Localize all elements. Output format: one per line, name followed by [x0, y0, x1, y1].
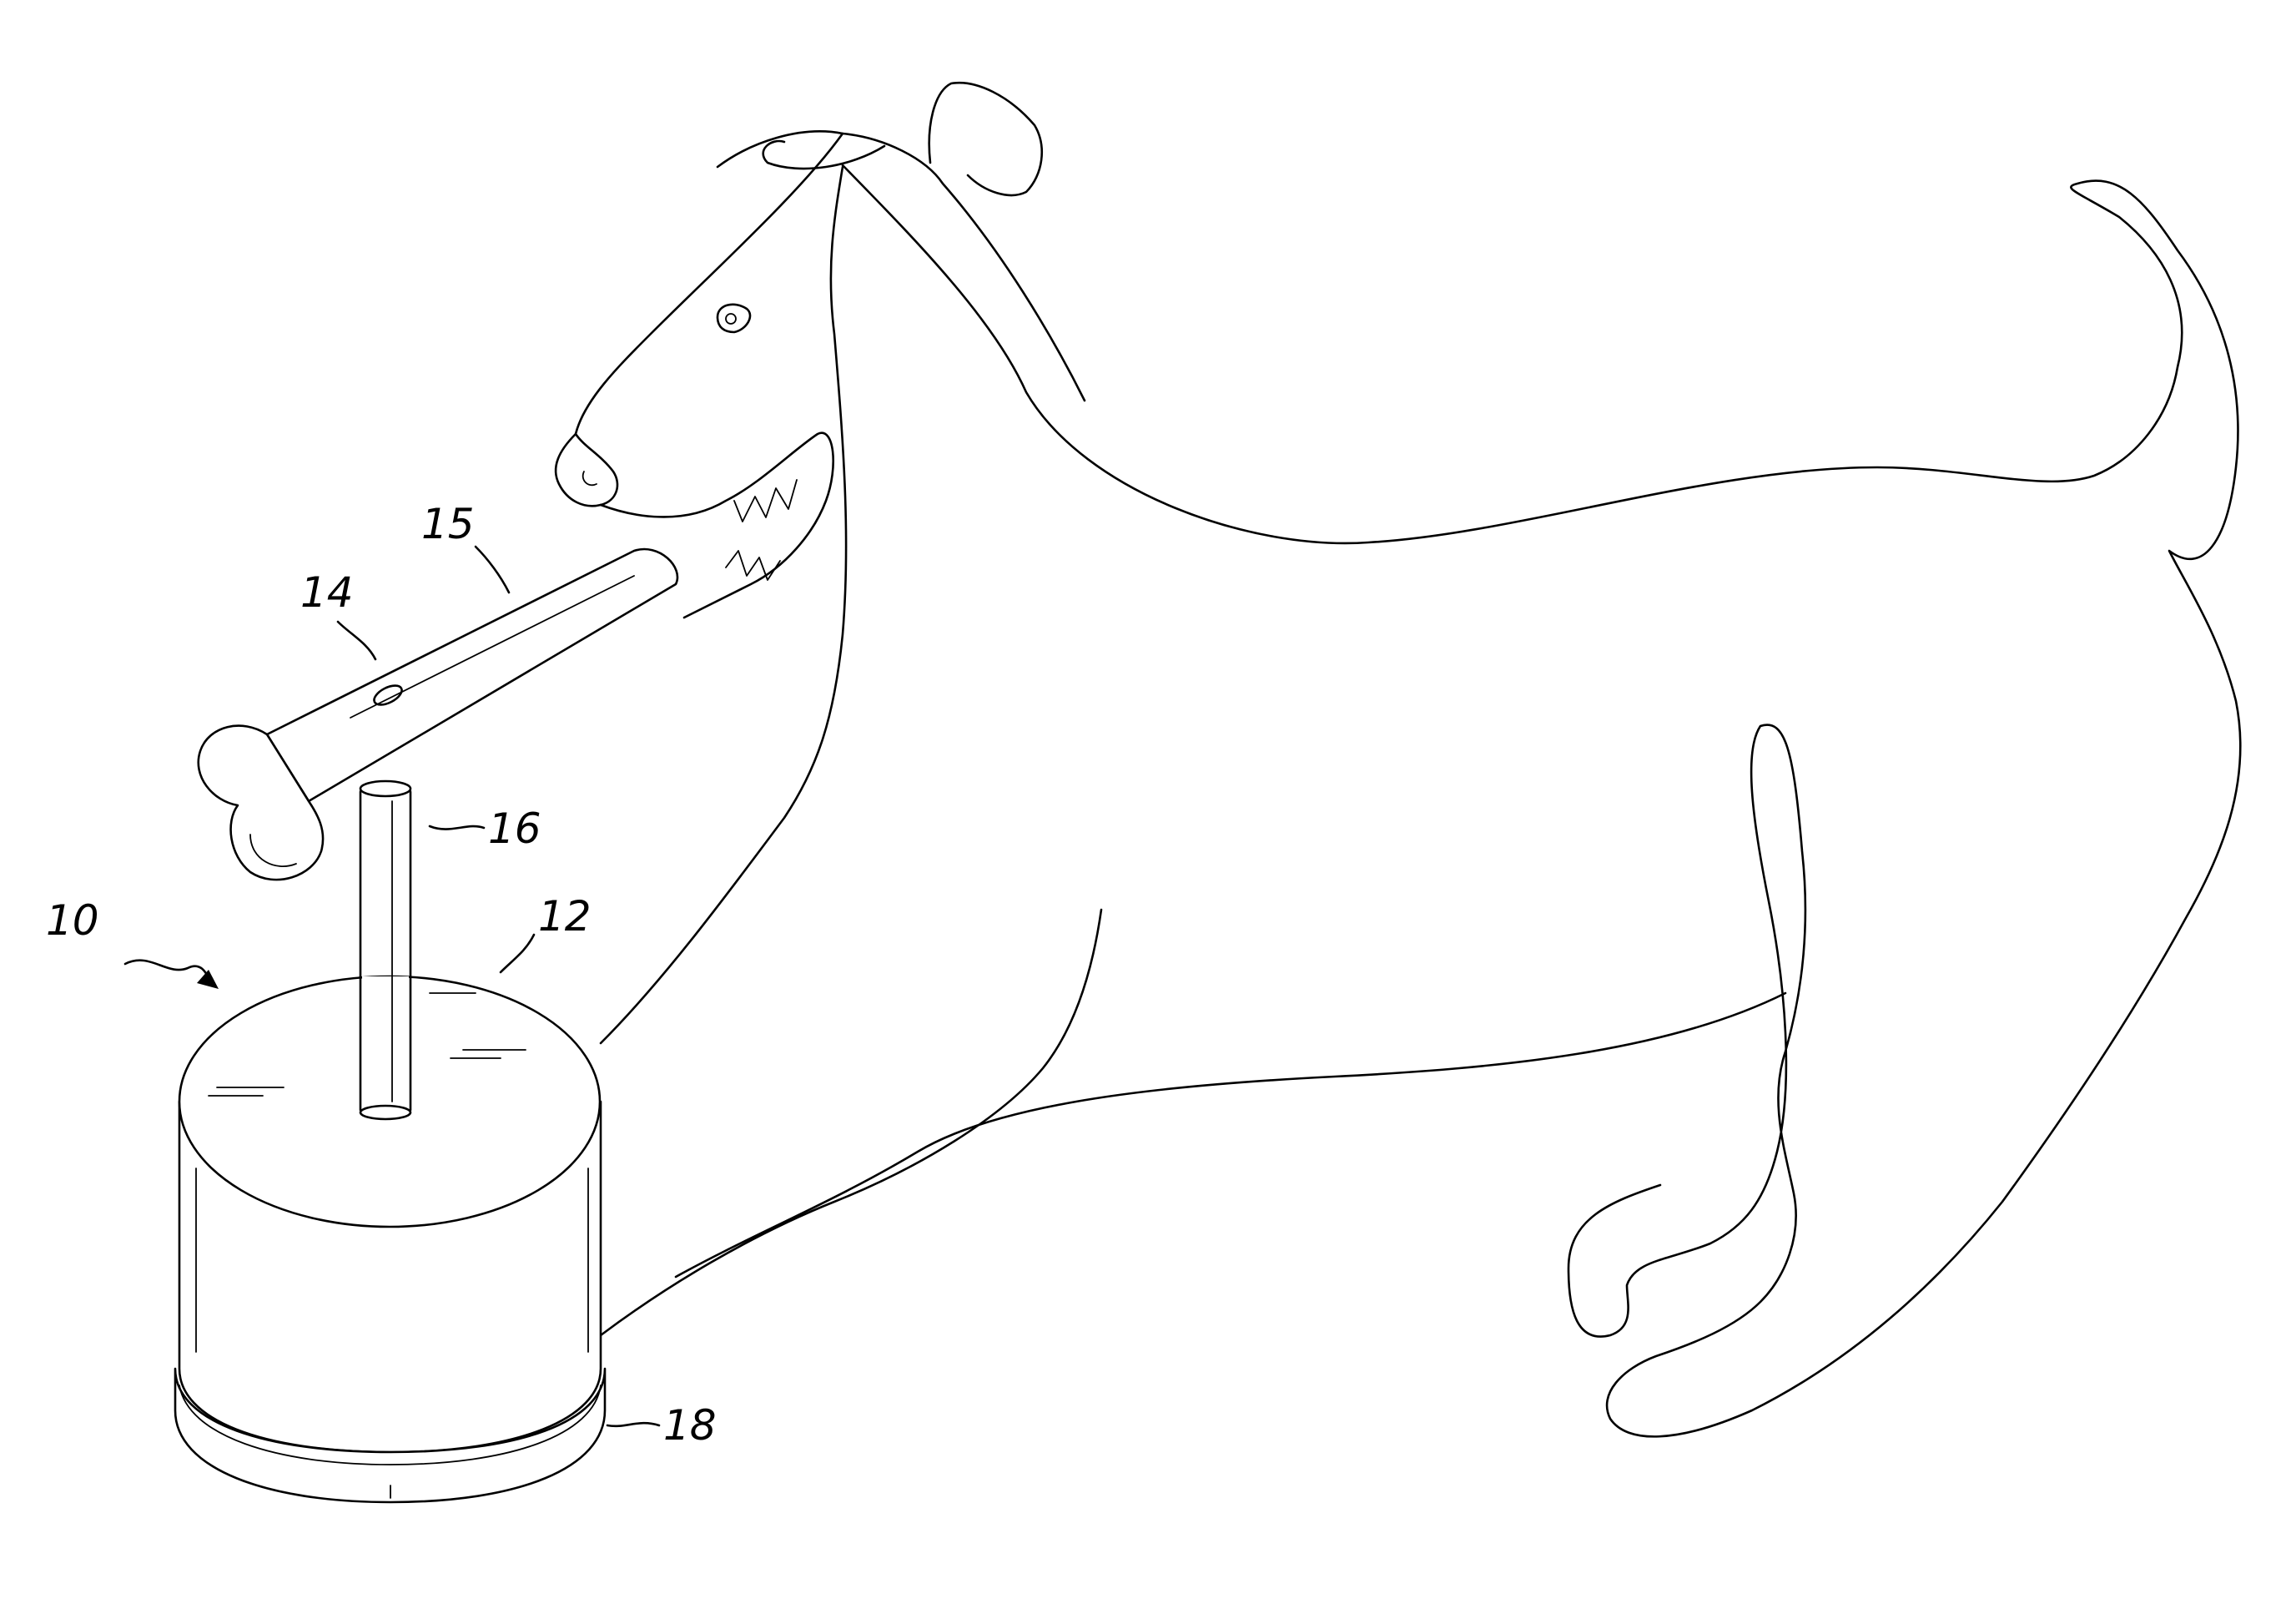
dog-snout	[554, 432, 619, 507]
leader-14	[336, 620, 377, 661]
dog-eye	[716, 303, 752, 334]
label-18: 18	[663, 1401, 717, 1450]
leader-18	[606, 1421, 661, 1428]
label-16: 16	[488, 804, 541, 853]
label-15: 15	[421, 500, 475, 548]
leader-10-arrowhead	[197, 970, 219, 989]
label-12: 12	[538, 892, 592, 941]
leader-16	[428, 825, 486, 830]
post-rod-front	[362, 976, 409, 1110]
reference-numerals: 10 12 14 15 16 18	[46, 500, 717, 1450]
bone-knob-contour	[249, 834, 297, 867]
dog-body-outline	[841, 164, 2242, 1438]
base-ring-inner	[179, 1385, 602, 1465]
leader-12	[499, 933, 536, 974]
bone	[197, 547, 679, 881]
dog-nostril	[582, 471, 597, 487]
dog-ear-left	[928, 81, 1044, 197]
leader-lines	[123, 545, 661, 1428]
dog-front-leg-inner	[599, 908, 1103, 1337]
dog-head-outline	[716, 130, 1086, 402]
dog-teeth	[725, 479, 798, 581]
dog-ear-right	[762, 139, 886, 170]
base-ring	[174, 1367, 607, 1504]
label-10: 10	[46, 896, 99, 945]
leader-15	[474, 545, 511, 594]
post-top	[359, 779, 412, 798]
label-14: 14	[300, 568, 354, 617]
bone-shaft	[265, 547, 679, 803]
dog-front-leg	[599, 165, 848, 1045]
base	[174, 975, 607, 1504]
dog-pupil	[725, 313, 737, 325]
post-base	[359, 1104, 412, 1121]
dog-mouth	[599, 431, 834, 619]
dog-belly-line	[674, 991, 1787, 1279]
bone-shaft-highlight	[350, 575, 635, 719]
bone-end-knob	[197, 724, 325, 881]
bone-hole	[373, 684, 403, 706]
dog-head-top	[574, 132, 844, 436]
dog	[554, 81, 2242, 1438]
base-top-shading	[208, 992, 526, 1097]
